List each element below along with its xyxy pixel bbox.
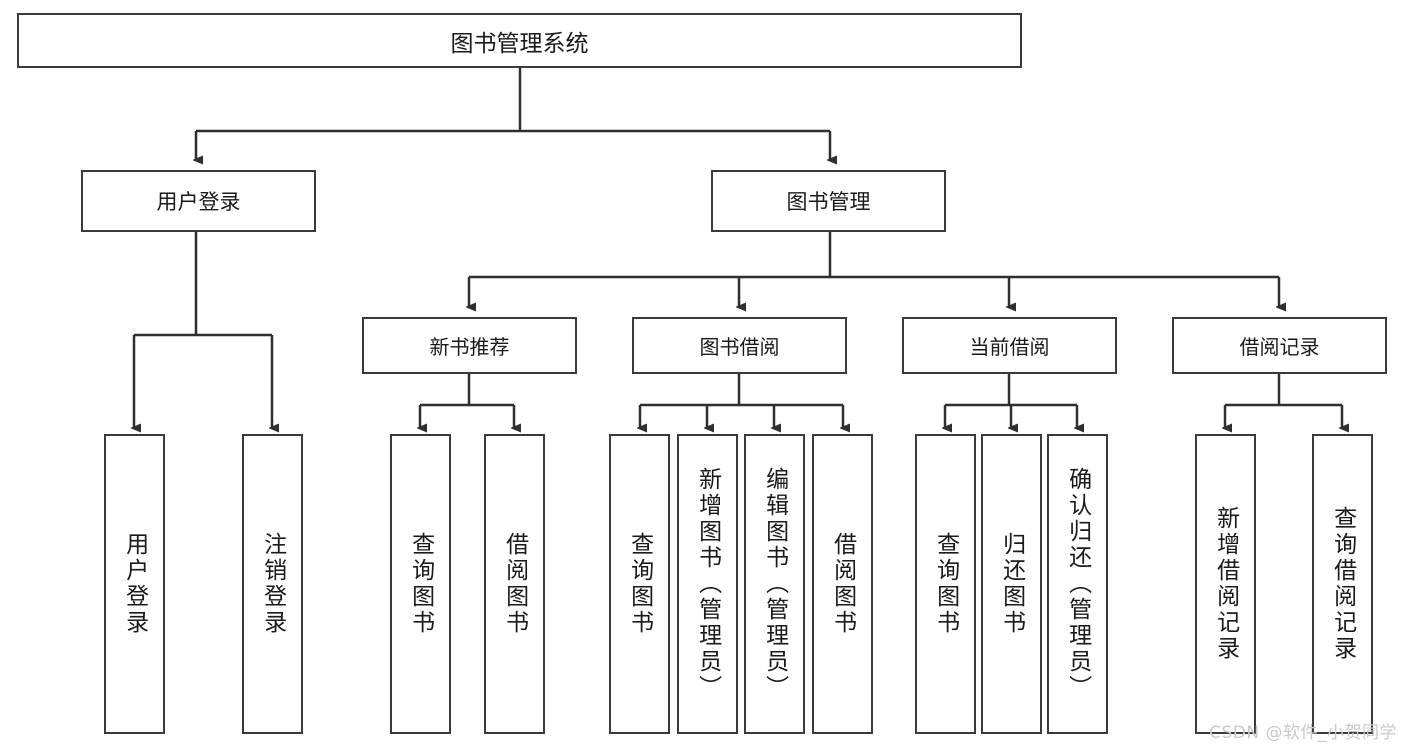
node-label: 确认归还（管理员）	[1064, 467, 1091, 701]
leaf-user-login-login[interactable]: 用户登录	[104, 434, 165, 734]
node-label: 图书管理系统	[450, 30, 589, 57]
node-label: 借阅图书	[501, 532, 528, 636]
node-label: 用户登录	[121, 532, 148, 636]
node-user-login[interactable]: 用户登录	[81, 170, 316, 232]
node-label: 查询图书	[932, 532, 959, 636]
node-label: 新增图书（管理员）	[694, 467, 721, 701]
node-label: 查询图书	[626, 532, 653, 636]
leaf-borrow-record-add[interactable]: 新增借阅记录	[1195, 434, 1256, 734]
leaf-current-borrow-return[interactable]: 归还图书	[981, 434, 1042, 734]
node-label: 借阅图书	[829, 532, 856, 636]
leaf-current-borrow-confirm-return[interactable]: 确认归还（管理员）	[1047, 434, 1108, 734]
node-label: 图书借阅	[699, 335, 780, 359]
leaf-book-borrow-edit[interactable]: 编辑图书（管理员）	[744, 434, 805, 734]
node-label: 用户登录	[156, 190, 241, 214]
node-label: 归还图书	[998, 532, 1025, 636]
leaf-book-borrow-query[interactable]: 查询图书	[609, 434, 670, 734]
leaf-new-book-query[interactable]: 查询图书	[390, 434, 451, 734]
node-label: 查询借阅记录	[1329, 506, 1356, 662]
leaf-user-login-logout[interactable]: 注销登录	[242, 434, 303, 734]
node-root-book-management-system[interactable]: 图书管理系统	[17, 13, 1022, 68]
node-book-management[interactable]: 图书管理	[711, 170, 946, 232]
node-current-borrow[interactable]: 当前借阅	[902, 317, 1117, 374]
node-new-book-recommend[interactable]: 新书推荐	[362, 317, 577, 374]
node-book-borrow[interactable]: 图书借阅	[632, 317, 847, 374]
leaf-book-borrow-add[interactable]: 新增图书（管理员）	[677, 434, 738, 734]
node-label: 新增借阅记录	[1212, 506, 1239, 662]
node-label: 编辑图书（管理员）	[761, 467, 788, 701]
leaf-book-borrow-borrow[interactable]: 借阅图书	[812, 434, 873, 734]
leaf-borrow-record-query[interactable]: 查询借阅记录	[1312, 434, 1373, 734]
watermark-text: CSDN @软件_小贺同学	[1209, 723, 1397, 743]
node-borrow-record[interactable]: 借阅记录	[1172, 317, 1387, 374]
node-label: 查询图书	[407, 532, 434, 636]
node-label: 当前借阅	[969, 335, 1050, 359]
node-label: 借阅记录	[1239, 335, 1320, 359]
leaf-new-book-borrow[interactable]: 借阅图书	[484, 434, 545, 734]
leaf-current-borrow-query[interactable]: 查询图书	[915, 434, 976, 734]
node-label: 注销登录	[259, 532, 286, 636]
node-label: 图书管理	[786, 190, 871, 214]
node-label: 新书推荐	[429, 335, 510, 359]
